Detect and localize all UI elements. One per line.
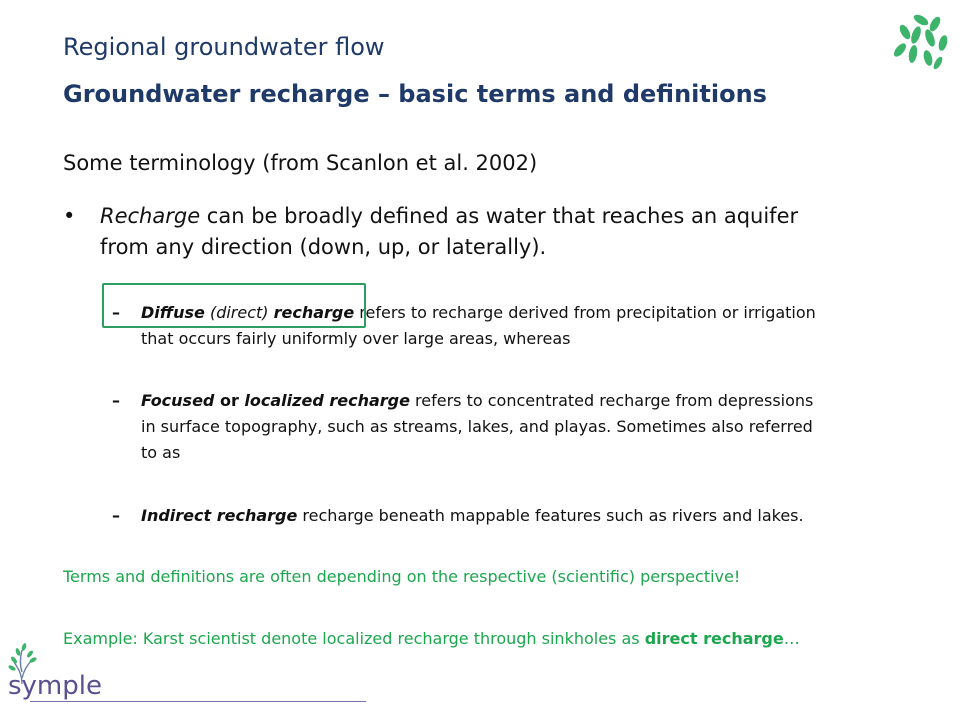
symple-logo: symple (8, 643, 102, 701)
note-karst-bold: direct recharge (644, 629, 784, 648)
intro-text: Some terminology (from Scanlon et al. 20… (63, 151, 538, 175)
subitem-focused: – Focused or localized recharge refers t… (112, 388, 832, 466)
subitem-marker: – (112, 506, 120, 525)
bullet-marker: • (63, 204, 76, 228)
subitem-indirect: – Indirect recharge recharge beneath map… (112, 503, 832, 529)
subitem-rest: refers to concentrated recharge from dep… (141, 391, 814, 462)
subitem-diffuse: – Diffuse (direct) recharge refers to re… (112, 300, 832, 352)
slide-title: Groundwater recharge – basic terms and d… (63, 80, 767, 108)
subitem-term: localized recharge (244, 391, 410, 410)
note-karst-prefix: Example: Karst scientist denote localize… (63, 629, 645, 648)
subitem-term: Diffuse (141, 303, 205, 322)
subitem-body: Indirect recharge recharge beneath mappa… (141, 503, 832, 529)
subitem-rest: refers to recharge derived from precipit… (141, 303, 816, 348)
subitem-term: Focused (141, 391, 215, 410)
bullet-text: Recharge can be broadly defined as water… (100, 201, 823, 263)
note-karst-suffix: … (783, 629, 800, 648)
subitem-body: Focused or localized recharge refers to … (141, 388, 832, 466)
subitem-rest: recharge beneath mappable features such … (297, 506, 804, 525)
leaf-cluster-icon (894, 14, 948, 70)
bullet-term: Recharge (100, 204, 201, 228)
subitem-term-mid: or (214, 391, 245, 410)
slide-subtitle: Regional groundwater flow (63, 33, 385, 61)
subitem-marker: – (112, 391, 120, 410)
symple-logo-text: symple (8, 671, 102, 701)
note-perspective: Terms and definitions are often dependin… (63, 567, 741, 586)
bullet-rest: can be broadly defined as water that rea… (100, 204, 799, 259)
bullet-recharge: • Recharge can be broadly defined as wat… (63, 201, 823, 263)
footer-divider (30, 701, 366, 702)
note-karst: Example: Karst scientist denote localize… (63, 629, 800, 649)
subitem-term-mid: (direct) (204, 303, 274, 322)
subitem-marker: – (112, 303, 120, 322)
subitem-body: Diffuse (direct) recharge refers to rech… (141, 300, 832, 352)
subitem-term: recharge (273, 303, 355, 322)
subitem-term: Indirect recharge (141, 506, 298, 525)
